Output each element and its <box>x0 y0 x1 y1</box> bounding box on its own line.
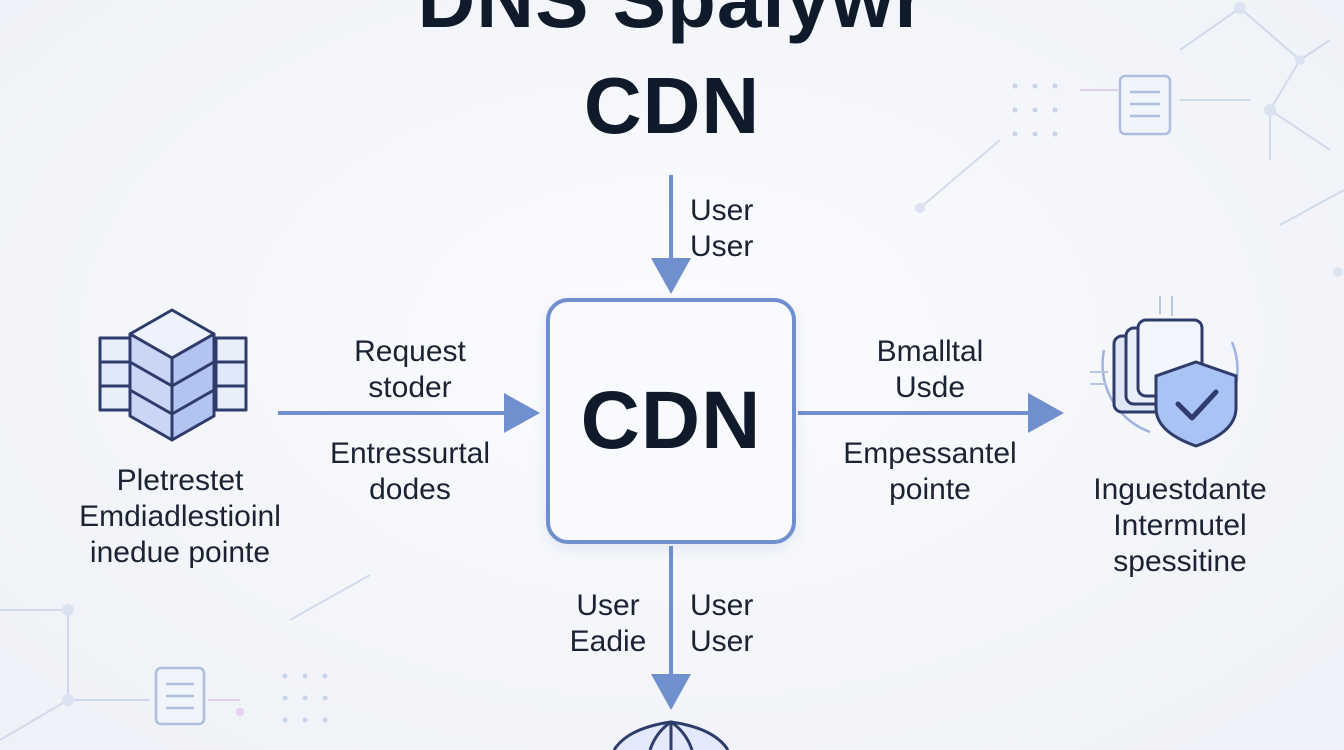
edge-label-left-below-line-1: Entressurtal <box>329 437 491 470</box>
shield-check-icon <box>1090 296 1239 448</box>
background-network-bottom-left <box>0 574 371 741</box>
stacked-cubes-icon <box>98 308 248 442</box>
dot-grid-bottom-left <box>282 673 328 723</box>
edge-label-right-above-line-2: Usde <box>894 371 966 404</box>
node-label-right-line-1: Inguestdante <box>1093 473 1267 506</box>
cdn-node-label: CDN <box>580 375 762 466</box>
background-nodes-top-right <box>915 2 1343 277</box>
edge-label-bottom-right: User User <box>690 588 753 660</box>
node-label-left-line-1: Pletrestet <box>116 464 244 497</box>
globe-icon <box>612 720 730 750</box>
edge-label-right-above-line-1: Bmalltal <box>876 335 984 368</box>
edge-label-bottom-left: User Eadie <box>560 588 656 660</box>
edge-label-left-above: Request stoder <box>330 334 490 406</box>
edge-label-bottom-left-line-2: Eadie <box>569 625 647 658</box>
edge-label-right-below: Empessantel pointe <box>820 436 1040 508</box>
edge-label-top: User User <box>690 193 753 265</box>
diagram-title-line-2: CDN <box>583 61 761 150</box>
edge-label-left-above-line-1: Request <box>354 335 466 368</box>
edge-label-left-below-line-2: dodes <box>369 473 451 506</box>
node-label-right-line-3: spessitine <box>1113 545 1247 578</box>
node-label-left-line-3: inedue pointe <box>89 536 271 569</box>
edge-label-bottom-right-line-2: User <box>690 625 754 658</box>
edge-label-right-above: Bmalltal Usde <box>850 334 1010 406</box>
edge-label-top-line-1: User <box>690 194 754 227</box>
node-label-right: Inguestdante Intermutel spessitine <box>1058 472 1302 580</box>
dot-grid-top-right <box>1012 83 1058 137</box>
edge-label-right-below-line-2: pointe <box>889 473 971 506</box>
edge-label-left-below: Entressurtal dodes <box>310 436 510 508</box>
node-label-left: Pletrestet Emdiadlestioinl inedue pointe <box>40 463 320 571</box>
edge-label-top-line-2: User <box>690 230 754 263</box>
edge-label-left-above-line-2: stoder <box>368 371 452 404</box>
document-icon-bottom-left <box>154 666 206 726</box>
node-label-right-line-2: Intermutel <box>1113 509 1247 542</box>
background-nodes-bottom-left <box>62 604 244 716</box>
edge-label-bottom-left-line-1: User <box>576 589 640 622</box>
background-network-top-right <box>919 7 1344 226</box>
edge-label-bottom-right-line-1: User <box>690 589 754 622</box>
diagram-title-line-1: DNS Spalywr <box>0 0 1344 40</box>
node-label-left-line-2: Emdiadlestioinl <box>79 500 281 533</box>
document-icon-top-right <box>1118 74 1172 136</box>
edge-label-right-below-line-1: Empessantel <box>843 437 1017 470</box>
cdn-node: CDN <box>546 298 796 544</box>
